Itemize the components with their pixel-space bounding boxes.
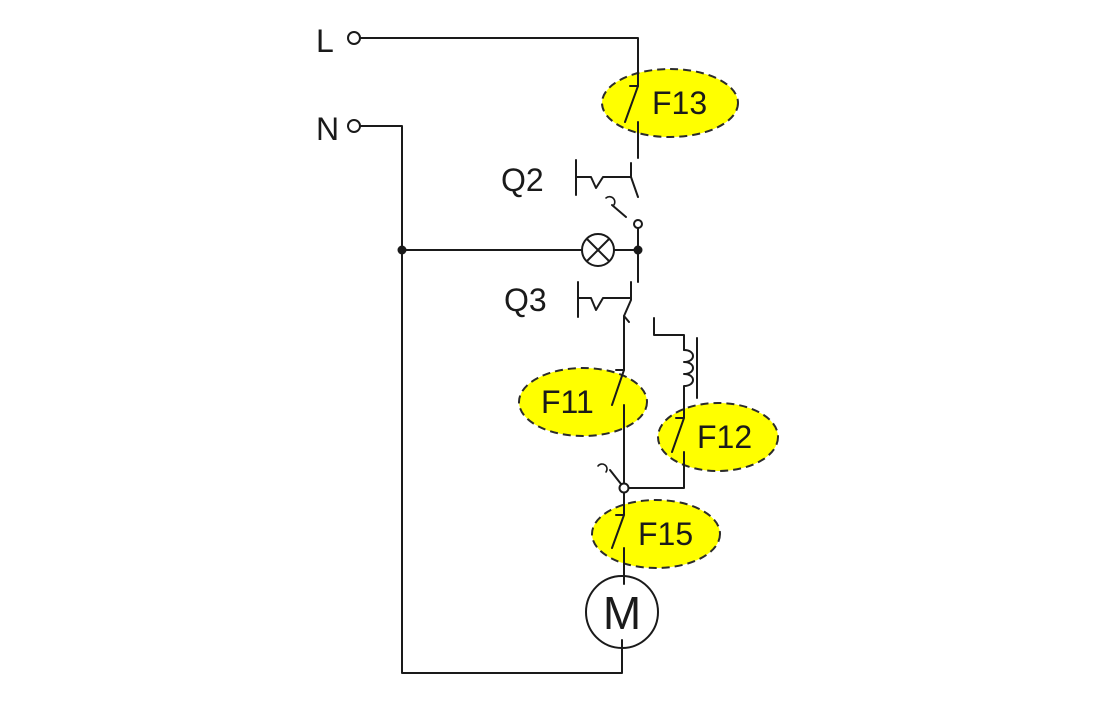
n-wire bbox=[359, 125, 623, 674]
q3-pushbutton bbox=[577, 253, 639, 327]
indicator-lamp-icon bbox=[581, 233, 615, 267]
f15-label: F15 bbox=[638, 516, 693, 552]
q2-node bbox=[633, 219, 643, 229]
f11-contact bbox=[611, 369, 625, 487]
f15-hook-arm bbox=[609, 469, 622, 485]
f15-hook bbox=[597, 463, 608, 473]
l-junction-dot bbox=[633, 245, 643, 255]
q2-contact-hook bbox=[605, 195, 616, 207]
l-wire bbox=[359, 37, 639, 87]
f12-coil-icon bbox=[683, 349, 694, 405]
q2-pushbutton bbox=[575, 159, 639, 218]
f13-label: F13 bbox=[652, 85, 707, 121]
l-terminal bbox=[347, 31, 361, 45]
n-terminal-label: N bbox=[316, 111, 339, 147]
f11-highlight bbox=[518, 367, 648, 437]
motor-symbol bbox=[585, 575, 659, 649]
l-terminal-label: L bbox=[316, 23, 334, 59]
motor-label: M bbox=[603, 587, 641, 639]
q3-label: Q3 bbox=[504, 282, 547, 318]
f15-contact bbox=[611, 492, 625, 585]
n-junction-dot bbox=[397, 245, 407, 255]
q2-label: Q2 bbox=[501, 162, 544, 198]
f11-label: F11 bbox=[541, 384, 594, 420]
f12-contact bbox=[627, 403, 685, 489]
n-terminal bbox=[347, 119, 361, 133]
f12-coil-lead bbox=[653, 317, 685, 351]
f12-label: F12 bbox=[697, 419, 752, 455]
f12-highlight bbox=[657, 402, 779, 472]
f13-contact bbox=[624, 85, 639, 159]
